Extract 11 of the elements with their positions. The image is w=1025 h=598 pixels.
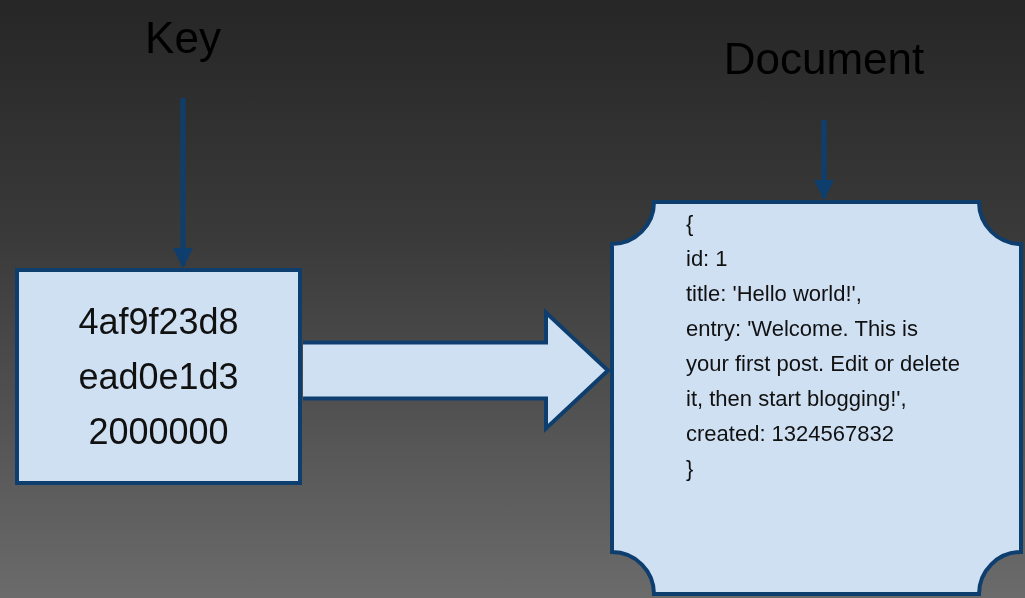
arrow [814, 120, 834, 200]
document-shape [610, 200, 1023, 596]
key-value-text: 4af9f23d8 ead0e1d3 2000000 [77, 300, 240, 454]
document-field-text: id: 1 [686, 245, 729, 273]
document-field-text: } [686, 455, 695, 483]
document-field-text: { [686, 210, 695, 238]
block-arrow [301, 307, 611, 434]
document-field-text: created: 1324567832 [686, 420, 895, 448]
key-box [15, 268, 302, 485]
arrow [173, 98, 193, 268]
document-field-text: title: 'Hello world!', [686, 280, 863, 308]
